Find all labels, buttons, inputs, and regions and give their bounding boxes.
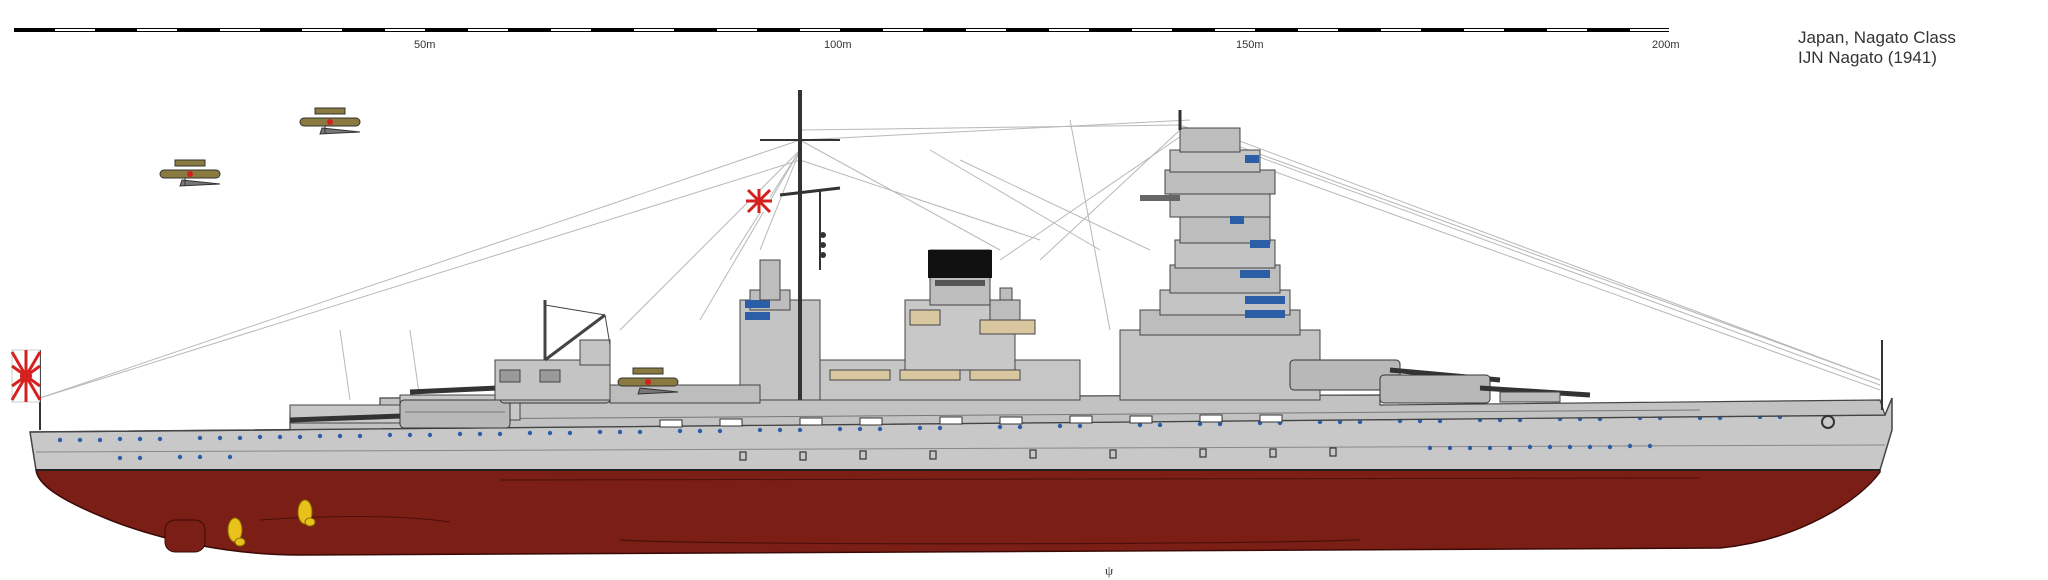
bow-jackstaff bbox=[1821, 340, 1883, 429]
scale-bar: 50m 100m 150m 200m bbox=[14, 28, 1680, 51]
scale-label-200m: 200m bbox=[1652, 39, 1680, 51]
aft-turret-4 bbox=[289, 399, 511, 429]
pagoda-mast bbox=[1119, 110, 1321, 401]
floatplane-icon bbox=[299, 107, 361, 135]
aft-superstructure bbox=[494, 300, 611, 401]
floatplane-icon bbox=[159, 159, 221, 187]
scale-label-150m: 150m bbox=[1236, 39, 1264, 51]
mainmast-structure bbox=[739, 90, 841, 401]
caption-ship-line: IJN Nagato (1941) bbox=[1798, 48, 1937, 67]
forward-turret-1 bbox=[1379, 374, 1591, 404]
propeller-icon bbox=[227, 499, 316, 547]
caption-class-line: Japan, Nagato Class bbox=[1798, 28, 1956, 47]
scale-label-50m: 50m bbox=[414, 39, 435, 51]
forward-breakwater bbox=[1499, 391, 1561, 403]
waterline-mark: ψ bbox=[1105, 563, 1113, 578]
ship-caption: Japan, Nagato Class IJN Nagato (1941) bbox=[1798, 28, 2028, 68]
lower-hull-scuttles bbox=[739, 447, 1337, 461]
naval-jack-icon bbox=[746, 188, 772, 214]
floatplane-icon bbox=[617, 367, 679, 395]
rising-sun-ensign-icon bbox=[10, 349, 42, 403]
scale-label-100m: 100m bbox=[824, 39, 852, 51]
hull bbox=[29, 397, 1893, 556]
funnel-structure bbox=[819, 249, 1081, 401]
catapult-floatplane-deck bbox=[609, 384, 761, 404]
rigging-lines bbox=[39, 119, 1881, 401]
